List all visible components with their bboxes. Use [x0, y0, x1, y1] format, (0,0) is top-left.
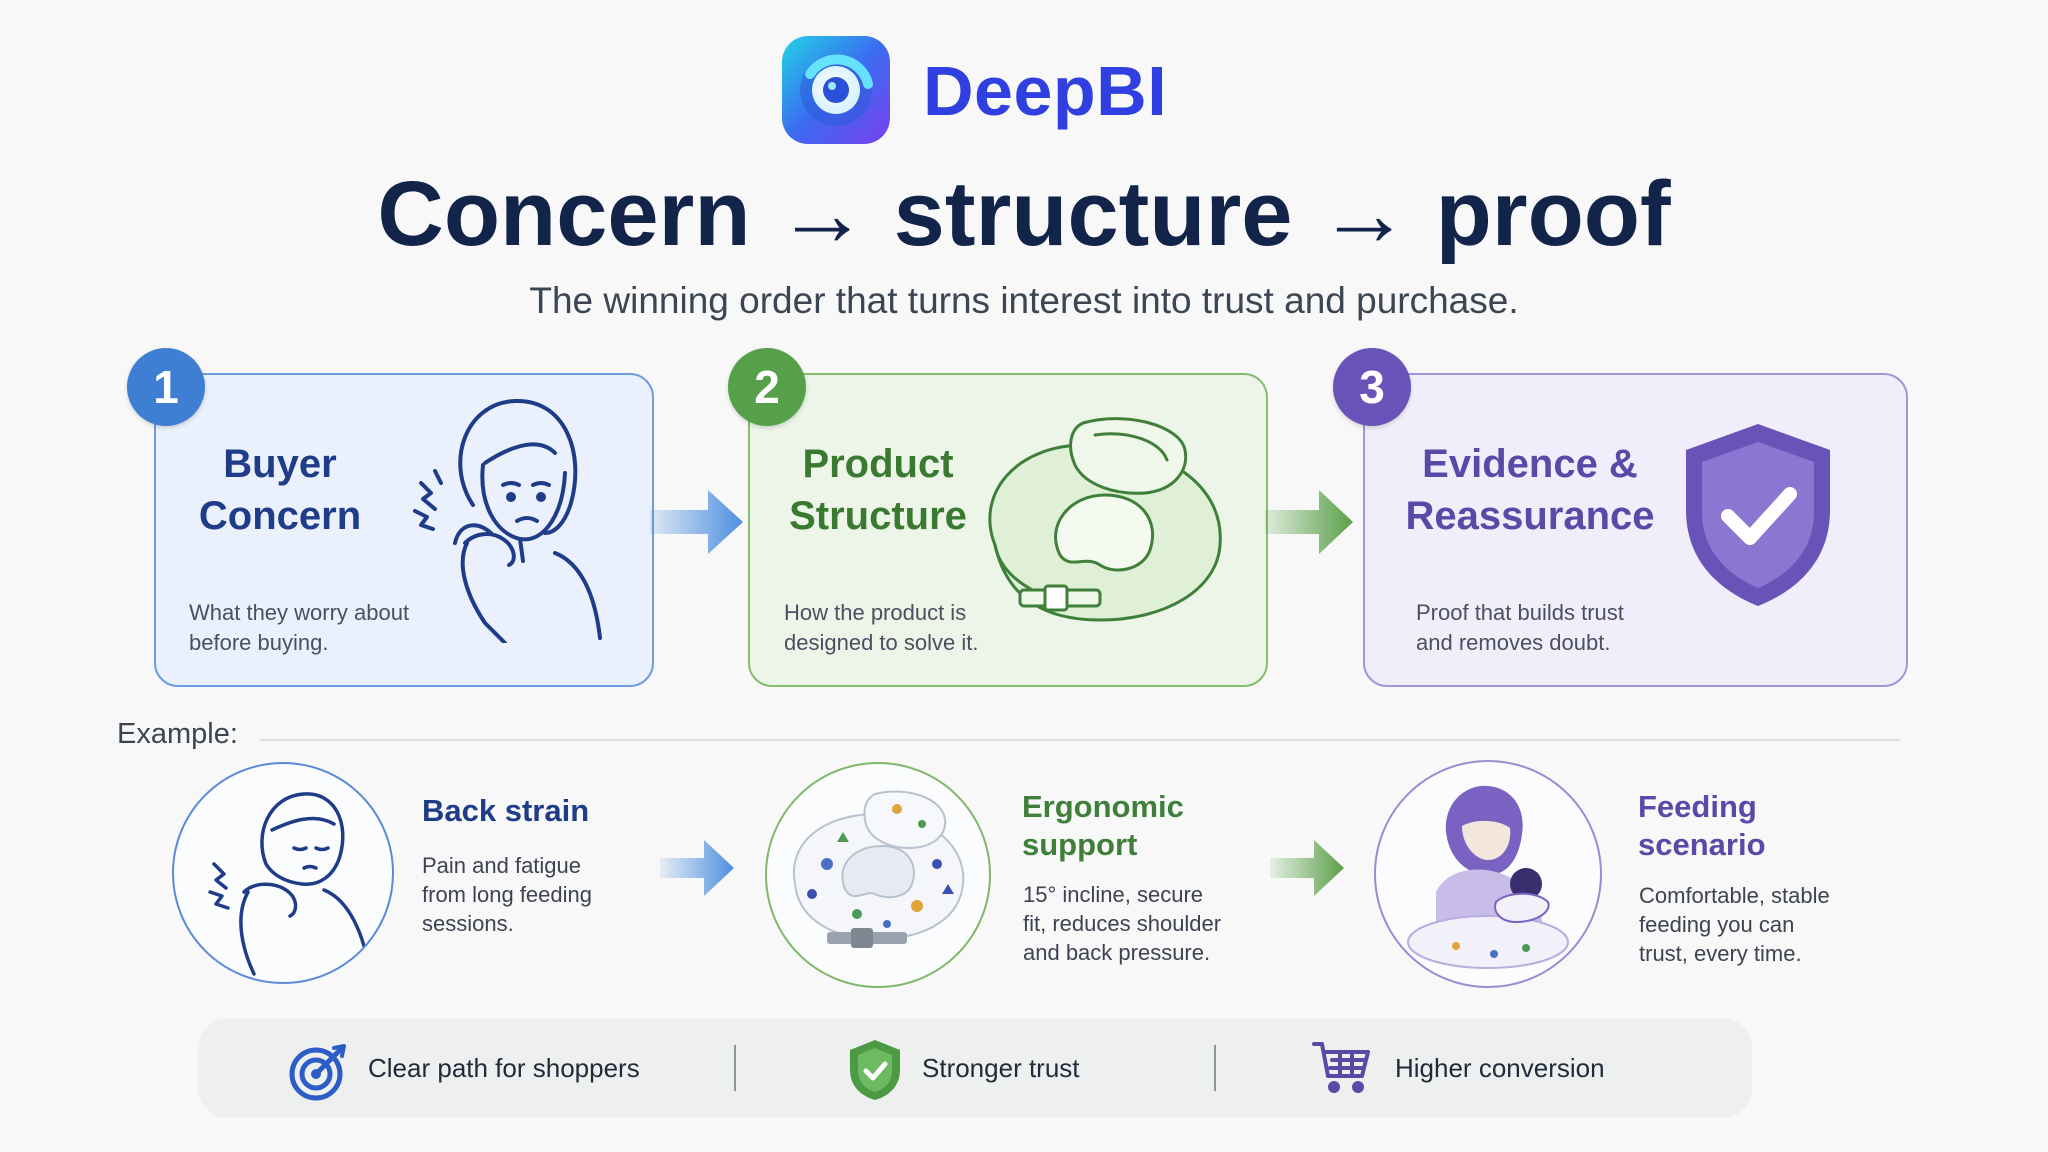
- pillow-photo-icon: [767, 764, 989, 986]
- example-circle: [1374, 760, 1602, 988]
- example-title: Ergonomic support: [1022, 788, 1184, 864]
- divider: [1214, 1045, 1216, 1091]
- example-description-line: and back pressure.: [1023, 940, 1211, 965]
- example-label: Example:: [117, 718, 238, 750]
- step-description: How the product is designed to solve it.: [784, 598, 978, 658]
- flow-arrow-icon: [1270, 836, 1346, 900]
- mother-feeding-icon: [1376, 762, 1600, 986]
- step-title-line: Evidence &: [1422, 442, 1638, 486]
- example-title: Back strain: [422, 792, 589, 830]
- step-number-badge: 2: [728, 348, 806, 426]
- shopping-cart-icon: [1312, 1040, 1372, 1096]
- step-description-line: How the product is: [784, 600, 967, 625]
- benefit-label: Stronger trust: [922, 1053, 1080, 1083]
- example-title-line: Feeding: [1638, 789, 1757, 824]
- example-description-line: fit, reduces shoulder: [1023, 911, 1222, 936]
- step-description-line: What they worry about: [189, 600, 410, 625]
- example-description-line: feeding you can: [1639, 912, 1795, 937]
- divider: [260, 739, 1900, 741]
- shield-check-icon: [1680, 420, 1836, 610]
- example-title-line: support: [1022, 827, 1138, 862]
- flow-arrow-icon: [660, 836, 736, 900]
- step-description: What they worry about before buying.: [189, 598, 409, 658]
- example-description: Pain and fatigue from long feeding sessi…: [422, 851, 592, 938]
- example-description-line: from long feeding: [422, 882, 592, 907]
- example-circle: [765, 762, 991, 988]
- page-subtitle: The winning order that turns interest in…: [529, 280, 1519, 321]
- step-description: Proof that builds trust and removes doub…: [1416, 598, 1624, 658]
- divider: [734, 1045, 736, 1091]
- example-description-line: 15° incline, secure: [1023, 882, 1204, 907]
- step-title-line: Structure: [789, 494, 967, 538]
- example-description-line: Pain and fatigue: [422, 853, 582, 878]
- back-pain-person-icon: [174, 764, 392, 982]
- worried-person-icon: [405, 393, 615, 643]
- step-card-buyer-concern: [154, 373, 654, 687]
- step-description-line: and removes doubt.: [1416, 630, 1611, 655]
- step-title-line: Concern: [198, 494, 362, 538]
- example-title-line: scenario: [1638, 827, 1766, 862]
- example-title-line: Back strain: [422, 793, 590, 828]
- example-circle: [172, 762, 394, 984]
- page-title: Concern → structure → proof: [377, 163, 1671, 265]
- target-icon: [288, 1040, 350, 1102]
- step-title-line: Product: [802, 442, 954, 486]
- benefit-label: Clear path for shoppers: [368, 1053, 640, 1083]
- benefits-bar: [198, 1018, 1752, 1118]
- example-description-line: sessions.: [422, 911, 514, 936]
- flow-arrow-icon: [650, 486, 745, 558]
- step-number-badge: 1: [127, 348, 205, 426]
- example-description-line: Comfortable, stable: [1639, 883, 1830, 908]
- flow-arrow-icon: [1265, 486, 1355, 558]
- step-title: Product Structure: [778, 438, 978, 542]
- example-description-line: trust, every time.: [1639, 941, 1802, 966]
- step-number-badge: 3: [1333, 348, 1411, 426]
- shield-icon: [848, 1038, 902, 1102]
- step-title: Evidence & Reassurance: [1390, 438, 1670, 542]
- example-title: Feeding scenario: [1638, 788, 1766, 864]
- benefit-label: Higher conversion: [1395, 1053, 1605, 1083]
- step-title-line: Buyer: [223, 442, 337, 486]
- brand-name: DeepBI: [923, 52, 1168, 130]
- example-description: Comfortable, stable feeding you can trus…: [1639, 881, 1830, 968]
- step-description-line: designed to solve it.: [784, 630, 979, 655]
- nursing-pillow-icon: [975, 415, 1230, 630]
- example-title-line: Ergonomic: [1022, 789, 1184, 824]
- step-description-line: before buying.: [189, 630, 329, 655]
- step-description-line: Proof that builds trust: [1416, 600, 1624, 625]
- brand-logo: [780, 34, 892, 146]
- step-title: Buyer Concern: [180, 438, 380, 542]
- example-description: 15° incline, secure fit, reduces shoulde…: [1023, 880, 1221, 967]
- step-title-line: Reassurance: [1405, 494, 1655, 538]
